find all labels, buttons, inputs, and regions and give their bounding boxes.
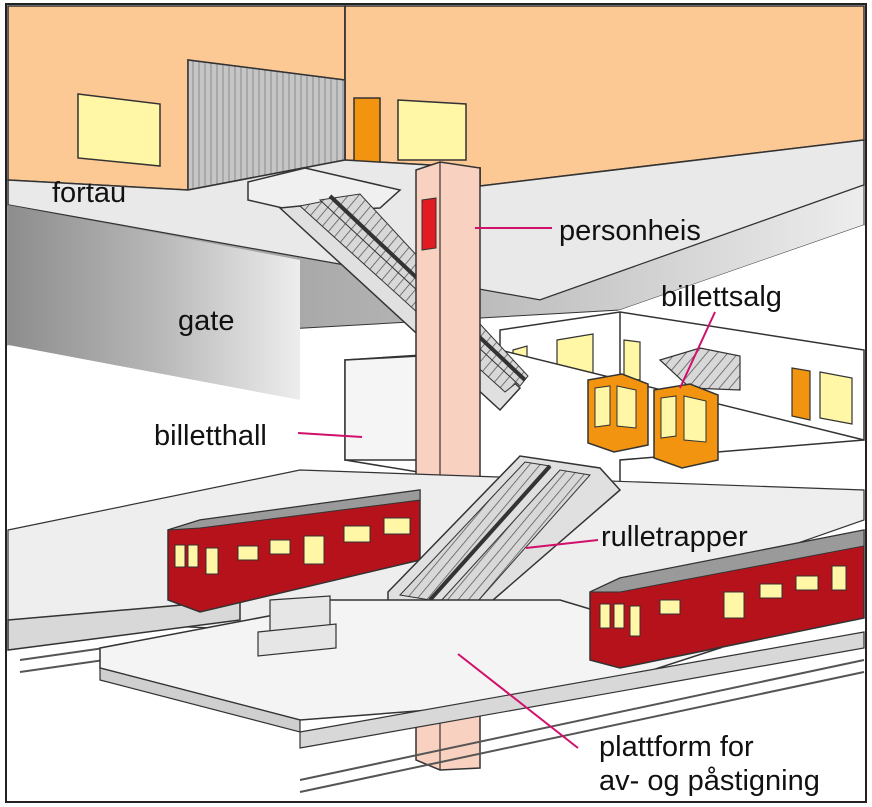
- label-plattform-line2: av- og påstigning: [599, 765, 820, 797]
- ticket-kiosk-right: [653, 383, 719, 469]
- label-gate: gate: [178, 305, 234, 337]
- ticket-hall-front: [344, 355, 421, 461]
- lower-escalators: [387, 455, 622, 621]
- label-billettsalg: billettsalg: [661, 281, 782, 313]
- label-billetthall: billetthall: [154, 420, 267, 452]
- label-fortau: fortau: [52, 177, 126, 209]
- right-train: [589, 529, 865, 669]
- label-personheis: personheis: [559, 215, 701, 247]
- ticket-kiosk-left: [587, 373, 649, 453]
- building-window: [77, 93, 161, 167]
- street-band: [8, 205, 300, 400]
- leader-lines: [297, 227, 716, 749]
- right-track: [299, 659, 865, 793]
- label-rulletrapper: rulletrapper: [601, 521, 748, 553]
- left-train: [167, 489, 421, 613]
- building-window: [397, 99, 467, 161]
- label-plattform-line1: plattform for: [599, 731, 754, 763]
- platform-bench: [257, 623, 337, 657]
- building-door: [353, 97, 381, 167]
